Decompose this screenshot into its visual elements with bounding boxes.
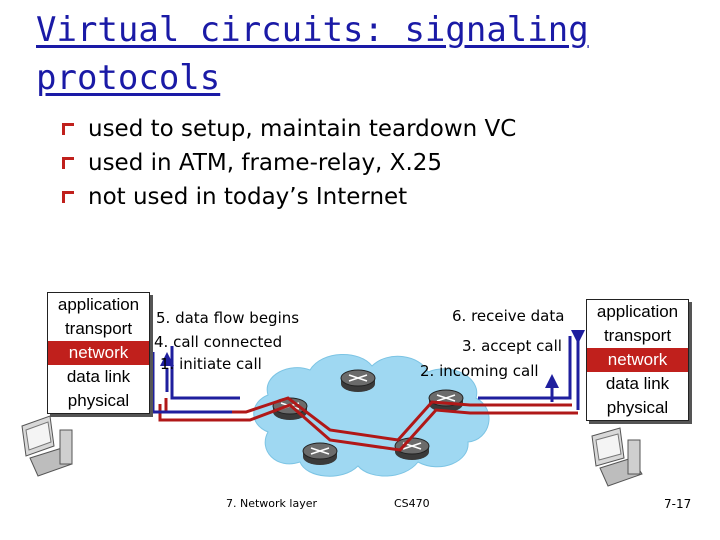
- host-computer-icon: [21, 415, 73, 477]
- step-4-label: 4. call connected: [154, 333, 283, 351]
- router-icon: [340, 369, 376, 393]
- bullet-box-icon: [62, 157, 74, 169]
- footer-chapter: 7. Network layer: [226, 497, 318, 510]
- bullet-box-icon: [62, 123, 74, 135]
- layer-physical: physical: [606, 398, 669, 417]
- step-3-label: 3. accept call: [462, 337, 562, 355]
- step-2-label: 2. incoming call: [420, 362, 539, 380]
- layer-application: application: [596, 302, 679, 321]
- footer-page-number: 7-17: [664, 497, 692, 511]
- step-5-label: 5. data flow begins: [156, 309, 300, 327]
- bullet-item: used to setup, maintain teardown VC: [60, 112, 580, 146]
- protocol-stack-right: application transport network data link …: [586, 299, 689, 421]
- router-icon: [302, 442, 338, 466]
- layer-transport: transport: [64, 319, 133, 338]
- bullet-text: used to setup, maintain teardown VC: [88, 116, 517, 142]
- bullet-item: not used in today’s Internet: [60, 180, 580, 214]
- slide-title: Virtual circuits: signaling protocols: [36, 10, 589, 98]
- bullet-list: used to setup, maintain teardown VC used…: [60, 112, 580, 214]
- bullet-text: used in ATM, frame-relay, X.25: [88, 150, 443, 176]
- protocol-stack-left: application transport network data link …: [47, 292, 150, 414]
- layer-network: network: [587, 348, 688, 372]
- arrow-up-icon: [160, 352, 174, 366]
- bullet-box-icon: [62, 191, 74, 203]
- host-computer-icon: [591, 427, 643, 487]
- step-6-label: 6. receive data: [452, 307, 565, 325]
- signal-path-blue: [151, 352, 232, 414]
- bullet-item: used in ATM, frame-relay, X.25: [60, 146, 580, 180]
- layer-application: application: [57, 295, 140, 314]
- arrow-up-icon: [545, 374, 559, 388]
- vc-path-red: [158, 403, 578, 452]
- layer-transport: transport: [603, 326, 672, 345]
- footer-course: CS470: [394, 497, 430, 510]
- layer-data-link: data link: [605, 374, 670, 393]
- step-1-label: 1. initiate call: [160, 355, 262, 373]
- layer-physical: physical: [67, 391, 130, 410]
- arrow-down-icon: [571, 330, 585, 344]
- layer-data-link: data link: [66, 367, 131, 386]
- layer-network: network: [48, 341, 149, 365]
- bullet-text: not used in today’s Internet: [88, 184, 408, 210]
